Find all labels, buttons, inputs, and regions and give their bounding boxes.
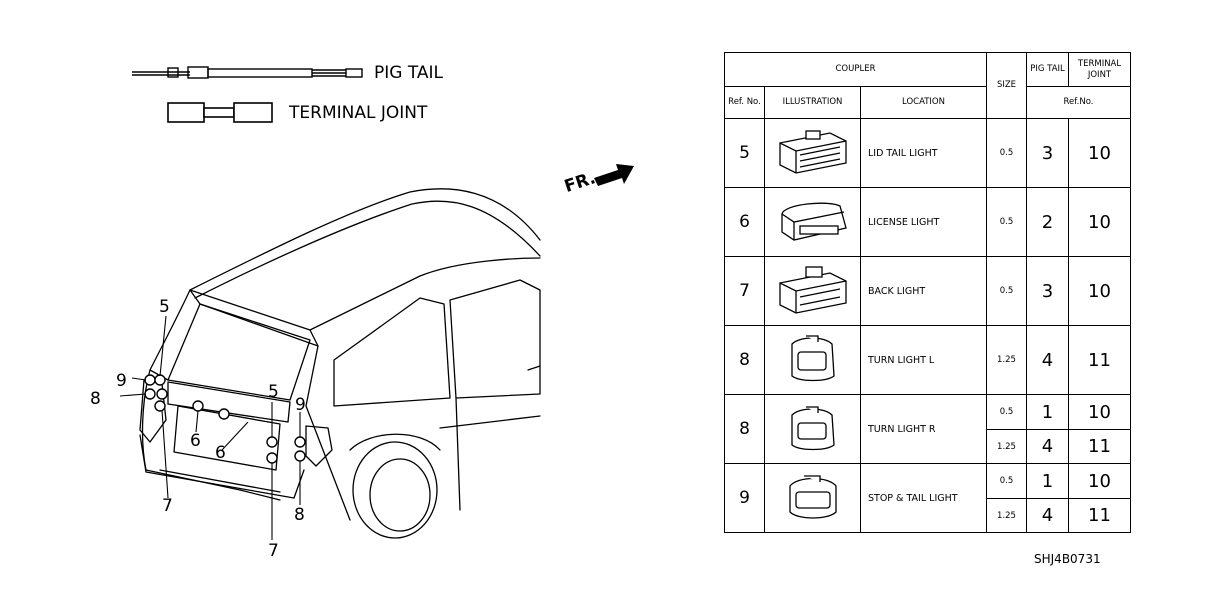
pig-tail-label: PIG TAIL — [374, 63, 444, 83]
header-location: LOCATION — [860, 86, 987, 119]
callout-7-left: 7 — [162, 496, 173, 516]
callout-5-left: 5 — [159, 297, 170, 317]
table-row: 6 LICENSE LIGHT 0.5 2 10 — [724, 187, 1131, 257]
callout-5-right: 5 — [268, 382, 279, 402]
callout-8-left: 8 — [90, 389, 101, 409]
connector-7-icon — [778, 266, 847, 314]
callout-8-right: 8 — [294, 505, 305, 525]
terminal-joint-label: TERMINAL JOINT — [289, 103, 428, 123]
callout-9-right: 9 — [295, 395, 306, 415]
connector-illustration — [764, 394, 861, 464]
pig-tail-symbol — [132, 66, 363, 79]
callout-6-a: 6 — [190, 431, 201, 451]
coupler-table: COUPLER SIZE PIG TAIL TERMINAL JOINT Ref… — [724, 52, 1131, 533]
connector-8r-icon — [790, 406, 835, 451]
connector-5-icon — [778, 130, 847, 174]
header-ref-no: Ref. No. — [724, 86, 765, 119]
diagram-code: SHJ4B0731 — [1034, 552, 1101, 566]
header-coupler: COUPLER — [724, 52, 987, 87]
vehicle-rear-illustration — [120, 188, 541, 540]
header-size: SIZE — [986, 52, 1027, 119]
connector-illustration — [764, 187, 861, 257]
table-row: 7 BACK LIGHT 0.5 3 10 — [724, 256, 1131, 326]
connector-illustration — [764, 463, 861, 533]
table-row: 5 LID TAIL LIGHT 0.5 3 10 — [724, 118, 1131, 188]
front-direction-arrow-icon — [594, 164, 634, 186]
header-pig-tail: PIG TAIL — [1026, 52, 1069, 87]
terminal-joint-symbol — [167, 102, 273, 123]
connector-illustration — [764, 118, 861, 188]
connector-illustration — [764, 325, 861, 395]
connector-9-icon — [788, 475, 837, 519]
connector-illustration — [764, 256, 861, 326]
header-illustration: ILLUSTRATION — [764, 86, 861, 119]
callout-6-b: 6 — [215, 443, 226, 463]
table-row: 8 TURN LIGHT L 1.25 4 11 — [724, 325, 1131, 395]
header-terminal-joint: TERMINAL JOINT — [1068, 52, 1131, 87]
table-row: 1.25 4 11 — [725, 498, 1131, 533]
connector-6-icon — [780, 202, 847, 241]
table-row: 8 TURN LIGHT R 0.5 1 10 — [724, 394, 1131, 464]
callout-7-right: 7 — [268, 541, 279, 561]
connector-8l-icon — [790, 335, 835, 382]
table-row: 9 STOP & TAIL LIGHT 0.5 1 10 — [724, 463, 1131, 533]
header-ref-no-right: Ref.No. — [1026, 86, 1131, 119]
callout-9-left: 9 — [116, 371, 127, 391]
